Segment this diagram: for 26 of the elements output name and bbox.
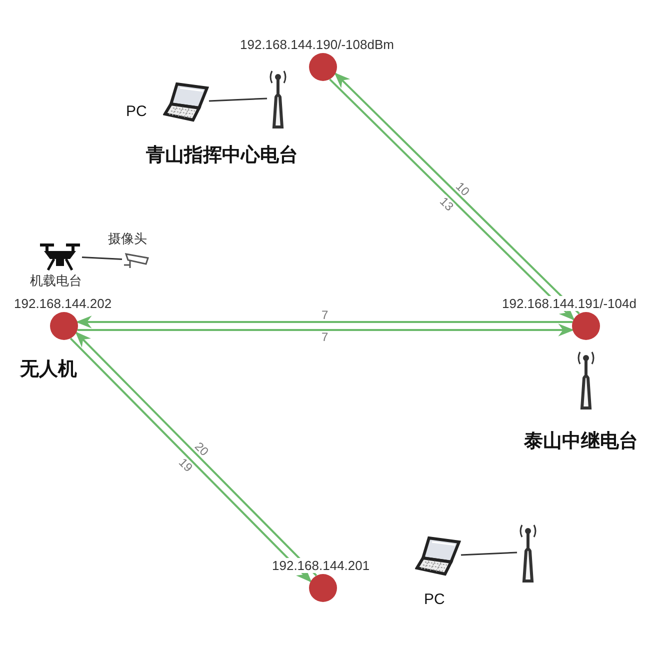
cable-line: [208, 98, 268, 102]
edge-label: 7: [320, 331, 330, 343]
station-name: 无人机: [20, 357, 77, 382]
camera-icon: [122, 251, 150, 269]
link-arrow: [77, 324, 574, 336]
station-dot: [572, 312, 600, 340]
laptop-icon: [163, 82, 209, 122]
station-name: 泰山中继电台: [524, 429, 638, 454]
cable-line: [460, 552, 518, 556]
ip-label: 192.168.144.191/-104d: [502, 296, 636, 311]
edge-label: 7: [320, 309, 330, 321]
part-label: 机载电台: [30, 274, 82, 289]
ip-label: 192.168.144.190/-108dBm: [240, 37, 394, 52]
link-arrow: [76, 316, 573, 328]
laptop-icon: [415, 536, 461, 576]
drone-icon: [38, 241, 82, 271]
device-label: PC: [424, 592, 445, 607]
ip-label: 192.168.144.202: [14, 296, 112, 311]
station-dot: [50, 312, 78, 340]
station-dot: [309, 574, 337, 602]
device-label: PC: [126, 104, 147, 119]
part-label: 摄像头: [108, 232, 147, 247]
station-dot: [309, 53, 337, 81]
station-name: 青山指挥中心电台: [146, 143, 298, 168]
ip-label: 192.168.144.201: [272, 558, 370, 573]
cable-line: [82, 256, 122, 260]
